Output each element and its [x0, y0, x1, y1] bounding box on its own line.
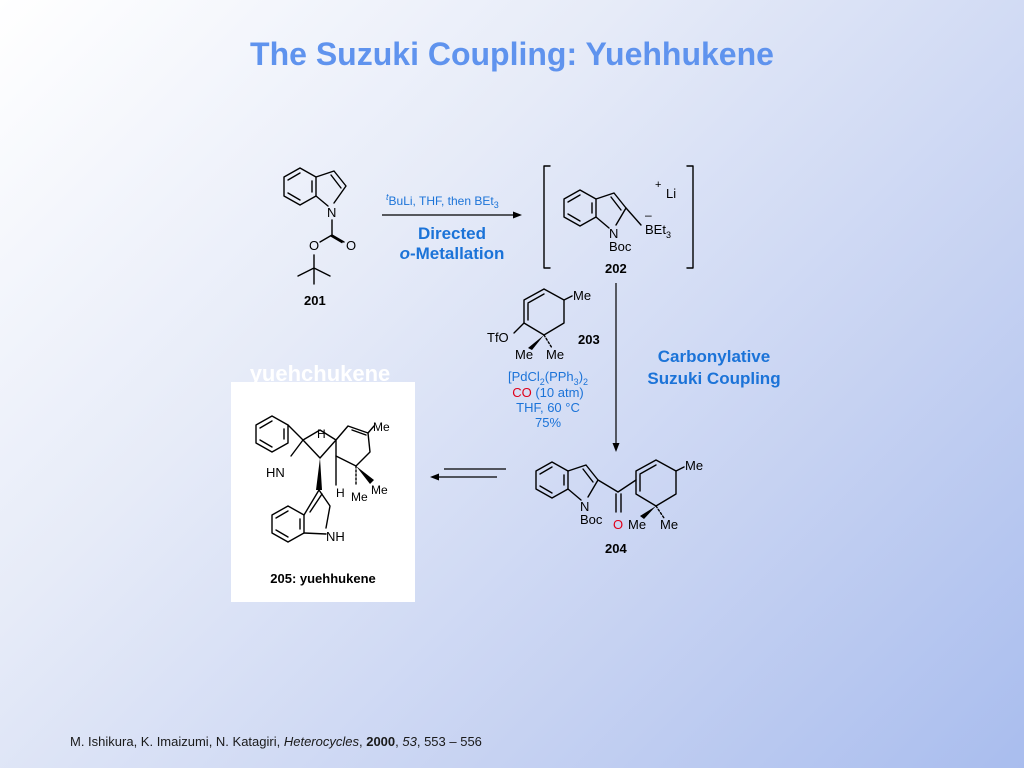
- citation-year: 2000: [366, 734, 396, 749]
- indole-benzene-double-bonds: [259, 420, 285, 448]
- pyrrole-ring: [595, 192, 627, 229]
- compound-number-201: 201: [304, 293, 326, 308]
- pyrrole-double-bond: [582, 468, 594, 483]
- compound-number-204: 204: [605, 541, 627, 556]
- citation-volume: 53: [402, 734, 417, 749]
- indolyl-pyrrole-ring: [303, 489, 331, 535]
- step2-arrow: Carbonylative Suzuki Coupling [PdCl2(PPh…: [508, 283, 781, 452]
- step1-label-line2: o-Metallation: [400, 244, 505, 263]
- tert-butyl: [297, 254, 331, 285]
- benzene-double-bonds: [287, 172, 313, 201]
- c-b-bond: [625, 207, 642, 226]
- pyrrole-ring: [567, 464, 599, 501]
- arrow-head: [612, 443, 620, 452]
- ring-double-bonds: [527, 293, 545, 321]
- methyl-left: Me: [515, 347, 533, 362]
- atom-n: N: [327, 205, 336, 220]
- compound-201: N O O 201: [283, 167, 356, 308]
- citation-authors: M. Ishikura, K. Imaizumi, N. Katagiri,: [70, 734, 284, 749]
- atom-n: N: [609, 226, 618, 241]
- benzene-double-bonds: [567, 194, 593, 222]
- conditions-label: THF, 60 °C: [516, 400, 580, 415]
- compound-205: Me HN H H Me Me NH 205: yuehhukene: [231, 382, 415, 602]
- lithium-label: Li: [666, 186, 676, 201]
- hydrogen-top: H: [317, 427, 326, 441]
- methyl-right: Me: [660, 517, 678, 532]
- citation-journal: Heterocycles: [283, 734, 359, 749]
- triflate-label: TfO: [487, 330, 509, 345]
- minus-charge: –: [645, 208, 652, 222]
- step1-reagents: tBuLi, THF, then BEt3: [386, 192, 499, 210]
- step2-label-line1: Carbonylative: [658, 347, 770, 366]
- catalyst-label: [PdCl2(PPh3)2: [508, 369, 588, 387]
- step1-label-line1: Directed: [418, 224, 486, 243]
- yield-label: 75%: [535, 415, 561, 430]
- benzene-double-bonds: [539, 466, 565, 494]
- wedge-methyl-left: [640, 506, 656, 519]
- multistep-arrow: [430, 468, 506, 481]
- hash-methyl-right: [543, 334, 553, 349]
- bracket-left: [543, 165, 551, 269]
- carbonyl-double-bond: [615, 493, 622, 513]
- methyl-right: Me: [371, 483, 388, 497]
- cyclohexene-double-bond: [351, 429, 367, 436]
- boc-label: Boc: [609, 239, 632, 254]
- methyl-top: Me: [573, 288, 591, 303]
- atom-o-ester: O: [309, 238, 319, 253]
- atom-hn: HN: [266, 465, 285, 480]
- slide-title: The Suzuki Coupling: Yuehhukene: [250, 36, 774, 72]
- atom-nh: NH: [326, 529, 345, 544]
- cyclohexadiene-ring: [635, 459, 677, 507]
- pyrrole-ring: [315, 170, 347, 207]
- methyl-right: Me: [546, 347, 564, 362]
- structure-box: [231, 382, 415, 602]
- triethylborate-label: BEt3: [645, 222, 671, 240]
- ring-double-bonds: [639, 464, 657, 492]
- wedge-indolyl: [316, 458, 322, 490]
- bracket-right: [686, 165, 694, 269]
- me-bond-top: [675, 466, 685, 472]
- boc-label: Boc: [580, 512, 603, 527]
- co-pressure-label: CO (10 atm): [512, 385, 584, 400]
- methyl-top: Me: [685, 458, 703, 473]
- pyrrole-double-bond: [610, 196, 622, 211]
- ketone-bonds: [597, 479, 637, 493]
- compound-204: N Boc O Me Me Me 204: [535, 458, 703, 556]
- step1-arrow: tBuLi, THF, then BEt3 Directed o-Metalla…: [382, 192, 522, 263]
- wedge-methyl-right: [356, 466, 374, 484]
- cyclohexadiene-ring: [523, 288, 565, 336]
- citation-sep1: ,: [358, 734, 367, 749]
- citation: M. Ishikura, K. Imaizumi, N. Katagiri, H…: [70, 734, 482, 749]
- boc-carbonyl: [319, 219, 345, 244]
- compound-number-203: 203: [578, 332, 600, 347]
- otf-bond: [513, 322, 525, 334]
- watermark-text: yuehchukene: [250, 361, 391, 386]
- hydrogen-bottom: H: [336, 486, 345, 500]
- hash-methyl-right: [655, 505, 665, 519]
- step2-label-line2: Suzuki Coupling: [647, 369, 780, 388]
- compound-203: Me TfO Me Me 203: [487, 288, 600, 362]
- compound-202: N Boc + Li – BEt3 202: [543, 165, 694, 276]
- methyl-bottom: Me: [351, 490, 368, 504]
- atom-o: O: [613, 517, 623, 532]
- compound-number-202: 202: [605, 261, 627, 276]
- compound-label-205: 205: yuehhukene: [270, 571, 376, 586]
- plus-charge: +: [655, 179, 661, 191]
- arrow-head: [430, 473, 439, 481]
- citation-pages: , 553 – 556: [416, 734, 482, 749]
- citation-sep2: ,: [395, 734, 403, 749]
- me-bond-top: [367, 425, 375, 434]
- atom-o-carbonyl: O: [346, 238, 356, 253]
- pyrrole-double-bond: [330, 174, 342, 189]
- indolyl-double-bond: [309, 493, 323, 513]
- arrow-head: [513, 211, 522, 219]
- atom-n: N: [580, 499, 589, 514]
- me-bond-top: [563, 295, 573, 301]
- methyl-left: Me: [628, 517, 646, 532]
- methyl-top: Me: [373, 420, 390, 434]
- wedge-methyl-left: [528, 335, 544, 350]
- indolyl-benzene-double-bonds: [275, 510, 301, 538]
